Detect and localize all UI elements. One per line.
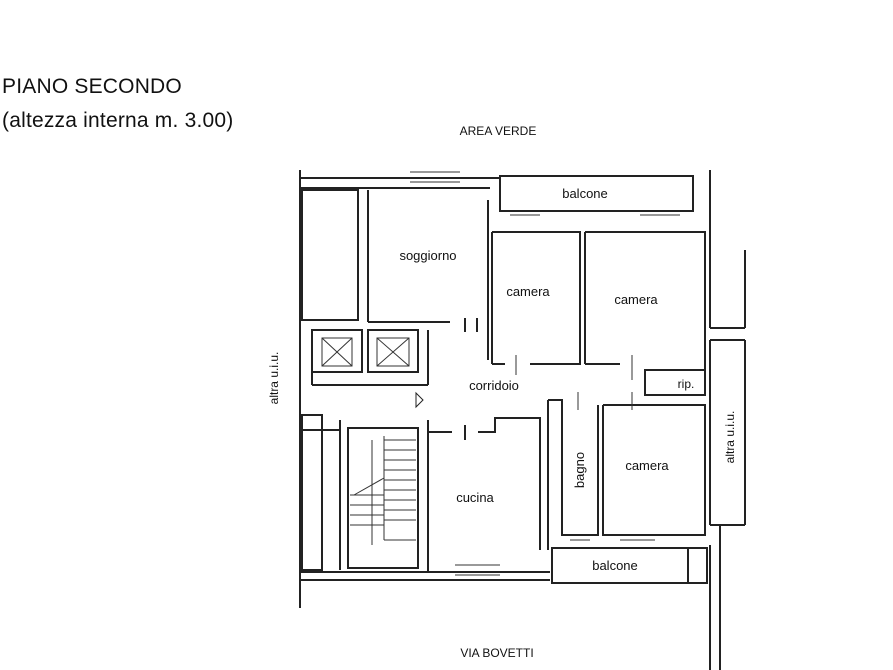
elevator-shafts [311, 329, 429, 386]
room-cucina [427, 417, 541, 572]
entrance-arrow-icon [415, 391, 424, 409]
right-walls [709, 339, 746, 526]
room-bagno [547, 392, 599, 550]
staircase [347, 427, 419, 569]
room-label-rip: rip. [678, 377, 695, 391]
label-altra-uiu-left: altra u.i.u. [267, 352, 281, 405]
room-label-camera-2: camera [614, 292, 658, 307]
room-label-balcone-top: balcone [562, 186, 608, 201]
room-rip-outline [644, 369, 706, 396]
room-label-cucina: cucina [456, 490, 494, 505]
room-label-camera-3: camera [625, 458, 669, 473]
plan-title: PIANO SECONDO [2, 75, 182, 98]
plan-subtitle: (altezza interna m. 3.00) [2, 109, 234, 132]
room-camera-1 [491, 231, 581, 375]
room-label-camera-1: camera [506, 284, 550, 299]
balcony-bottom-outline [551, 547, 708, 584]
left-rooms [300, 189, 359, 571]
balcony-top-outline [499, 175, 694, 212]
window-marks [410, 171, 680, 576]
room-label-balcone-bottom: balcone [592, 558, 638, 573]
room-camera-3 [602, 392, 706, 536]
outer-walls [299, 170, 746, 670]
label-area-verde: AREA VERDE [460, 124, 537, 138]
label-altra-uiu-right: altra u.i.u. [723, 411, 737, 464]
room-label-corridoio: corridoio [469, 378, 519, 393]
room-label-bagno: bagno [572, 452, 587, 488]
room-label-soggiorno: soggiorno [399, 248, 456, 263]
label-via-bovetti: VIA BOVETTI [460, 646, 533, 660]
room-soggiorno [367, 190, 489, 360]
